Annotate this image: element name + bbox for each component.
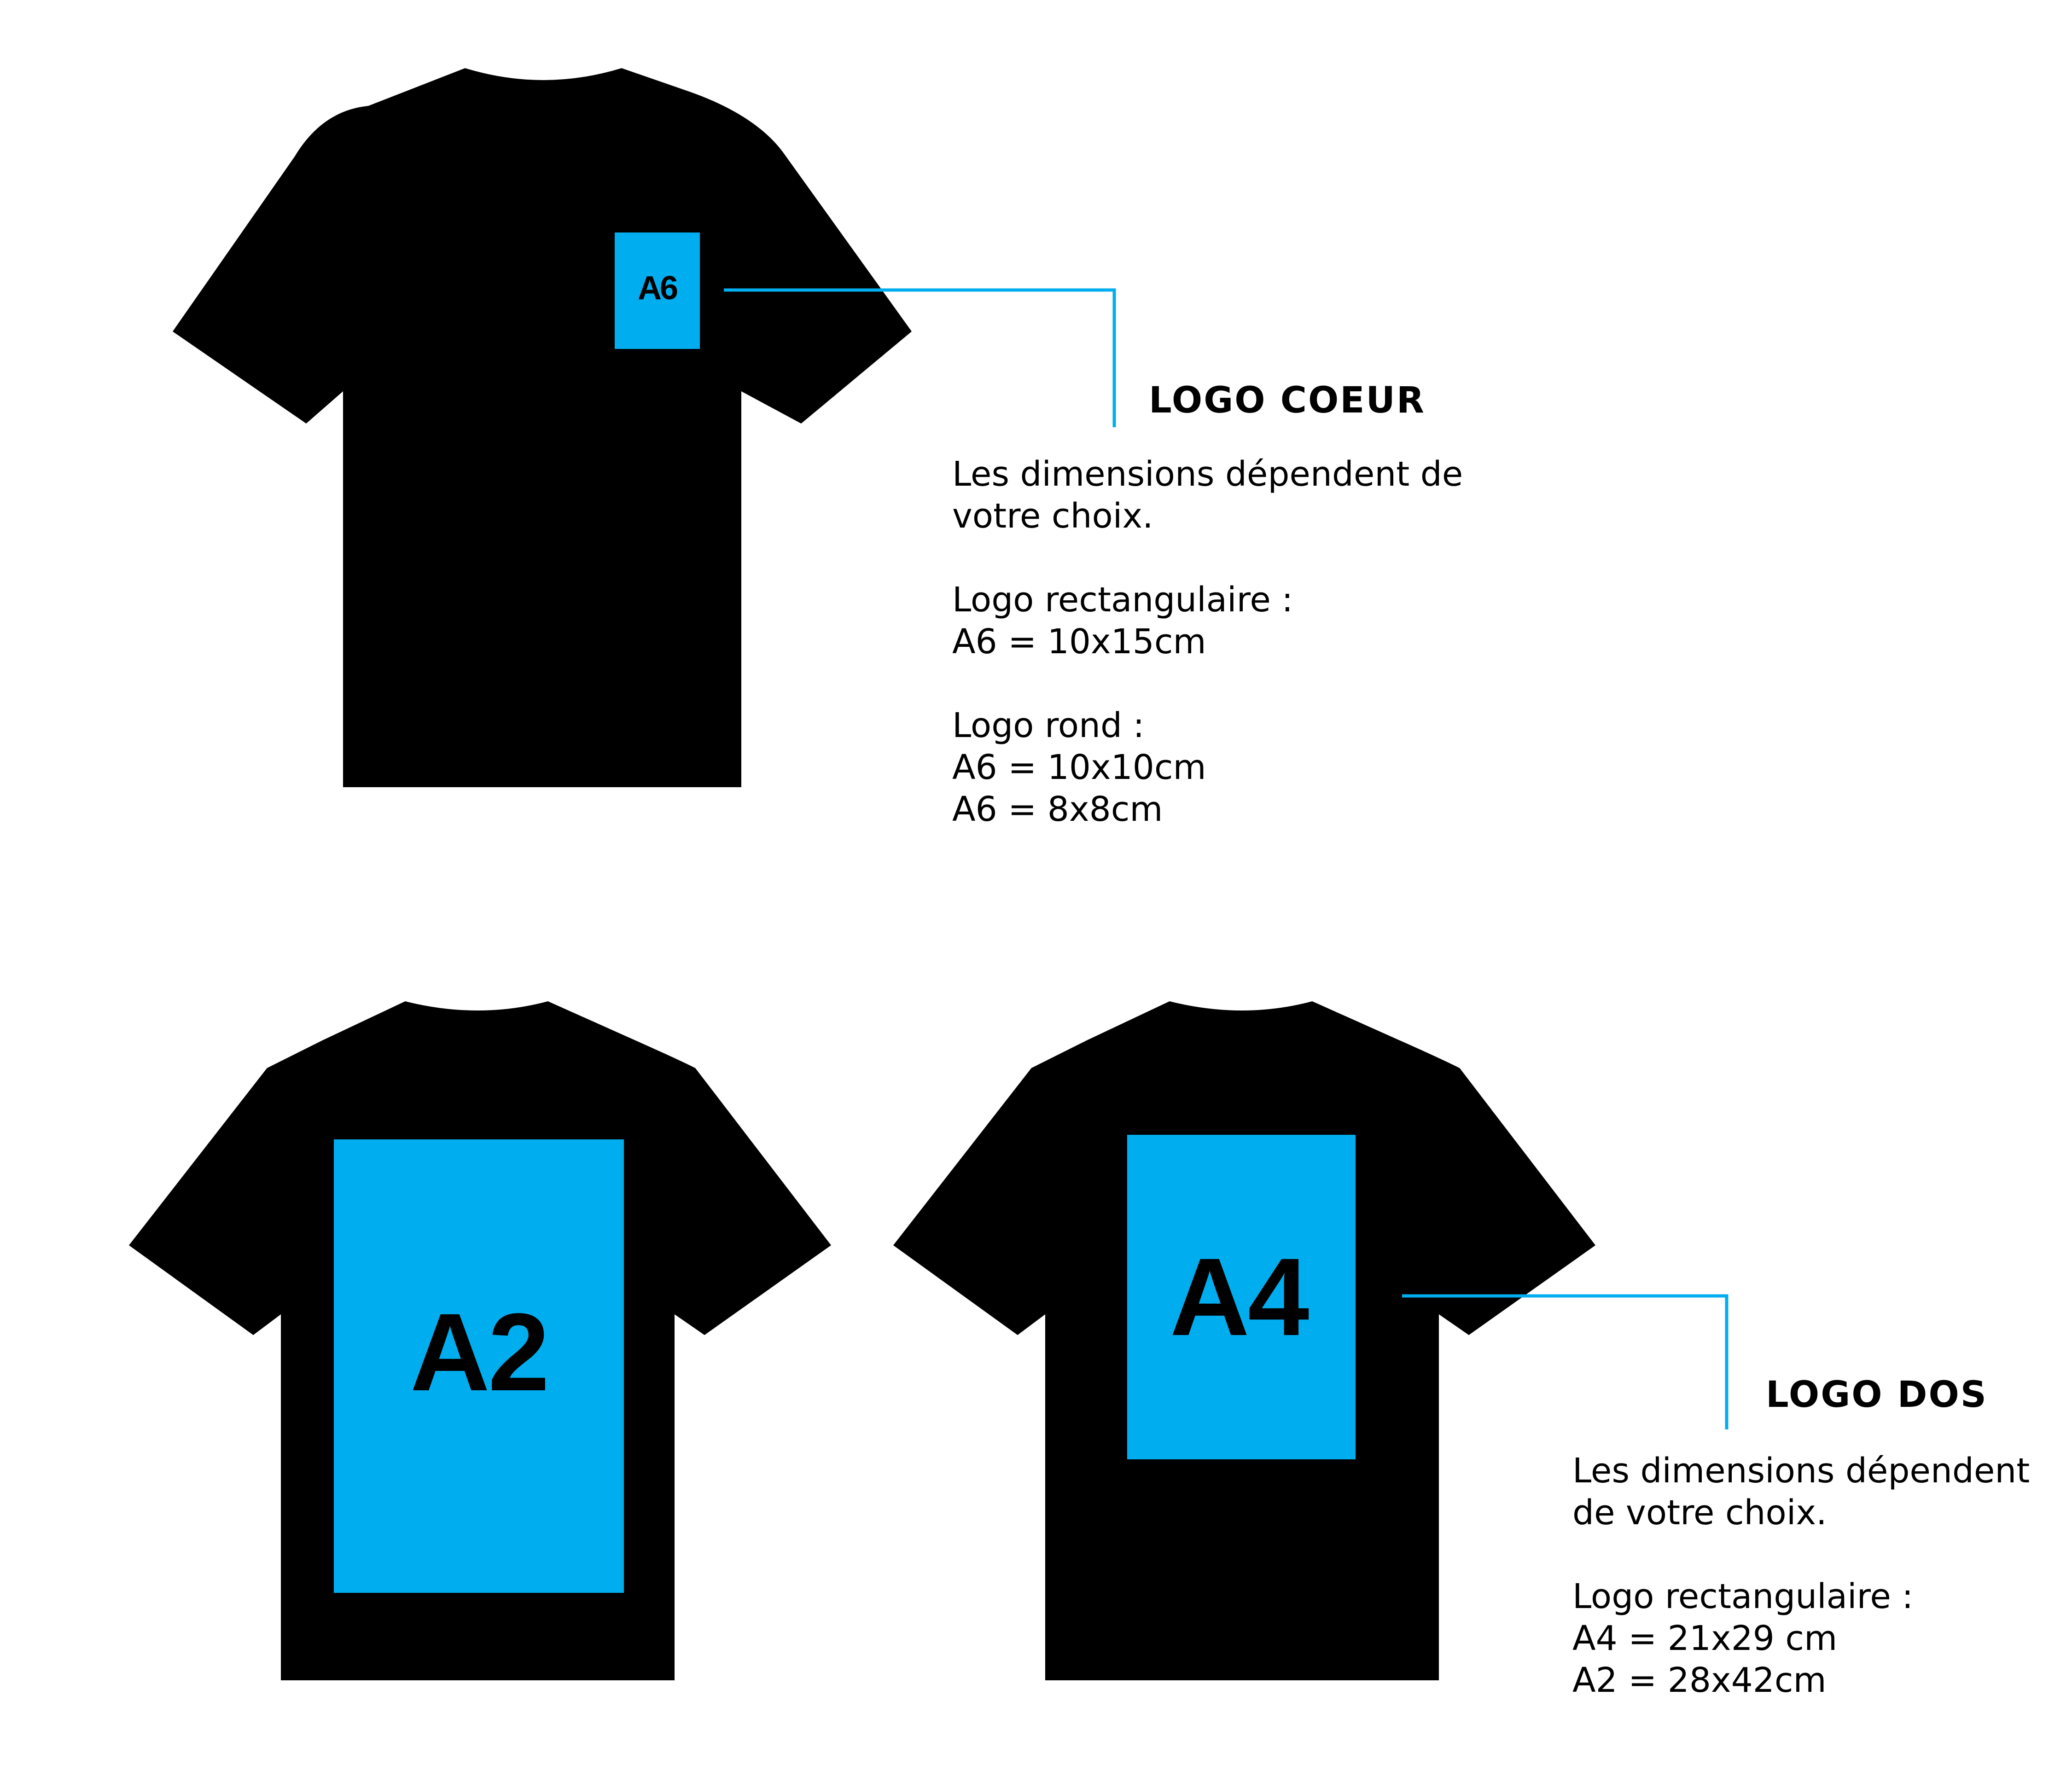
logo-dos-description: Les dimensions dépendent de votre choix.… <box>1572 1450 2056 1701</box>
a6-print-label: A6 <box>638 270 677 307</box>
logo-dos-rect-size: A2 = 28x42cm <box>1572 1661 1827 1700</box>
a6-print-area <box>615 232 700 349</box>
logo-coeur-rect-size: A6 = 10x15cm <box>952 622 1206 662</box>
back-tshirt-large: A2 <box>129 1001 831 1680</box>
logo-coeur-round-size: A6 = 10x10cm <box>952 748 1206 787</box>
logo-coeur-intro: Les dimensions dépendent de votre choix. <box>952 454 1463 536</box>
logo-coeur-callout-line <box>724 288 1116 427</box>
logo-dos-intro: Les dimensions dépendent de votre choix. <box>1572 1451 2030 1533</box>
back-tshirt-medium: A4 <box>893 1001 1595 1680</box>
a2-print-area <box>334 1139 624 1593</box>
logo-dos-title: LOGO DOS <box>1766 1374 1988 1416</box>
logo-coeur-round-size: A6 = 8x8cm <box>952 790 1163 829</box>
logo-dos-rect-heading: Logo rectangulaire : <box>1572 1577 1914 1616</box>
a4-print-label: A4 <box>1170 1235 1309 1359</box>
logo-dos-callout-line <box>1402 1294 1729 1429</box>
logo-coeur-description: Les dimensions dépendent de votre choix.… <box>952 453 1505 830</box>
logo-coeur-round-heading: Logo rond : <box>952 706 1145 745</box>
a4-print-area <box>1127 1135 1356 1459</box>
front-tshirt-silhouette <box>173 68 912 787</box>
logo-dos-rect-size: A4 = 21x29 cm <box>1572 1619 1838 1658</box>
logo-coeur-rect-heading: Logo rectangulaire : <box>952 580 1293 620</box>
front-tshirt: A6 <box>173 68 912 787</box>
a2-print-label: A2 <box>410 1290 548 1414</box>
logo-coeur-title: LOGO COEUR <box>1149 380 1426 421</box>
